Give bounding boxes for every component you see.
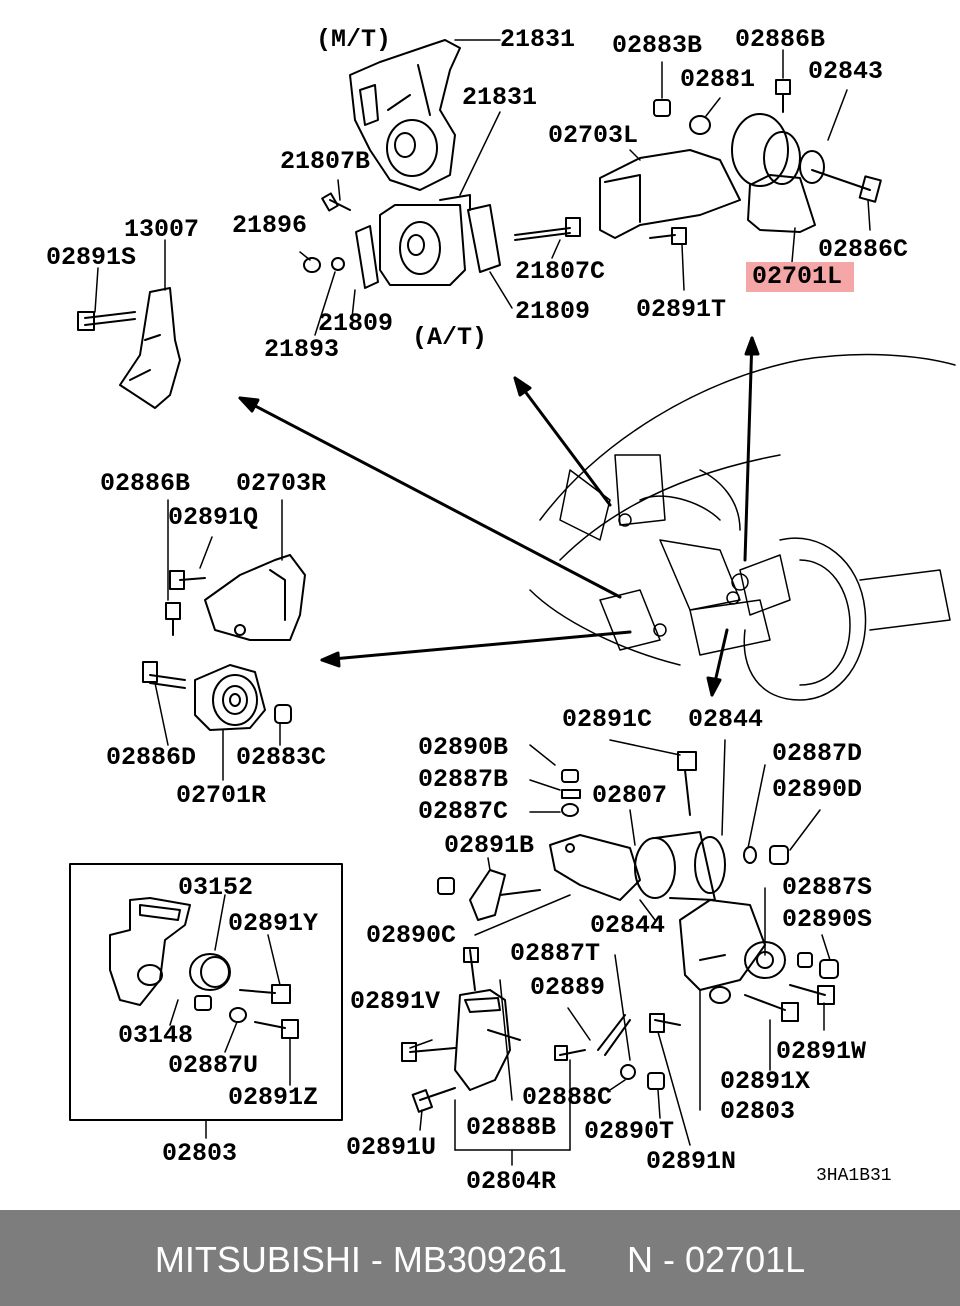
label-02807: 02807 xyxy=(592,781,668,810)
label-02844-bottom: 02844 xyxy=(590,911,666,940)
label-21809-right: 21809 xyxy=(515,297,591,326)
label-02886b-top: 02886B xyxy=(735,25,826,54)
label-02886d: 02886D xyxy=(106,743,197,772)
footer-part-info: MITSUBISHI - MB309261 N - 02701L xyxy=(154,1239,806,1280)
label-02887b: 02887B xyxy=(418,765,509,794)
diagram-code: 3HA1B31 xyxy=(816,1166,892,1186)
label-02886c: 02886C xyxy=(818,235,909,264)
mount-02701l xyxy=(599,49,882,291)
label-02890d: 02890D xyxy=(772,775,863,804)
label-mt: (M/T) xyxy=(316,25,392,54)
label-at: (A/T) xyxy=(412,323,488,352)
label-02887u: 02887U xyxy=(168,1051,259,1080)
label-02891u: 02891U xyxy=(346,1133,437,1162)
label-03152: 03152 xyxy=(178,873,254,902)
engine-outline xyxy=(529,353,956,701)
label-21896: 21896 xyxy=(232,211,308,240)
label-02889: 02889 xyxy=(530,973,606,1002)
mount-02844 xyxy=(401,739,839,1166)
label-21809-left: 21809 xyxy=(318,309,394,338)
label-02881: 02881 xyxy=(680,65,756,94)
label-21831-at: 21831 xyxy=(462,83,538,112)
label-02887d: 02887D xyxy=(772,739,863,768)
pointer-arrows xyxy=(238,336,760,697)
parts-diagram: (M/T) 21831 21831 21807B 21896 13007 028… xyxy=(46,25,956,1196)
label-02703l: 02703L xyxy=(548,121,639,150)
label-21807c: 21807C xyxy=(515,257,606,286)
inset-box-02803 xyxy=(69,863,343,1139)
label-02887c: 02887C xyxy=(418,797,509,826)
label-02843: 02843 xyxy=(808,57,884,86)
label-02890s: 02890S xyxy=(782,905,873,934)
label-02883c: 02883C xyxy=(236,743,327,772)
label-02844-top: 02844 xyxy=(688,705,764,734)
label-02701l-highlighted: 02701L xyxy=(746,262,855,292)
label-02891t: 02891T xyxy=(636,295,727,324)
label-02891c: 02891C xyxy=(562,705,653,734)
diagram-drawing xyxy=(69,39,956,1166)
label-02890b: 02890B xyxy=(418,733,509,762)
label-02891n: 02891N xyxy=(646,1147,737,1176)
label-21893: 21893 xyxy=(264,335,340,364)
bracket-13007 xyxy=(77,239,181,409)
label-02891x: 02891X xyxy=(720,1067,811,1096)
label-13007: 13007 xyxy=(124,215,200,244)
label-02701r: 02701R xyxy=(176,781,267,810)
label-02703r: 02703R xyxy=(236,469,327,498)
at-mount xyxy=(299,111,581,336)
label-02886b-mid: 02886B xyxy=(100,469,191,498)
label-02890c: 02890C xyxy=(366,921,457,950)
label-02887t: 02887T xyxy=(510,939,601,968)
mount-02701r xyxy=(142,499,306,781)
label-02891y: 02891Y xyxy=(228,909,319,938)
label-03148: 03148 xyxy=(118,1021,194,1050)
label-02891z: 02891Z xyxy=(228,1083,319,1112)
label-02891b: 02891B xyxy=(444,831,535,860)
label-02803-main: 02803 xyxy=(720,1097,796,1126)
label-02888b: 02888B xyxy=(466,1113,557,1142)
label-02803-inset: 02803 xyxy=(162,1139,238,1168)
label-02887s: 02887S xyxy=(782,873,873,902)
label-02891q: 02891Q xyxy=(168,503,259,532)
label-02891v: 02891V xyxy=(350,987,441,1016)
label-21831-mt: 21831 xyxy=(500,25,576,54)
label-02804r: 02804R xyxy=(466,1167,557,1196)
label-02883b: 02883B xyxy=(612,31,703,60)
label-02891s: 02891S xyxy=(46,243,137,272)
label-02888c: 02888C xyxy=(522,1083,613,1112)
mt-bracket xyxy=(349,39,501,191)
label-02891w: 02891W xyxy=(776,1037,867,1066)
footer-bar: MITSUBISHI - MB309261 N - 02701L xyxy=(0,1210,960,1306)
label-02890t: 02890T xyxy=(584,1117,675,1146)
label-21807b: 21807B xyxy=(280,147,371,176)
